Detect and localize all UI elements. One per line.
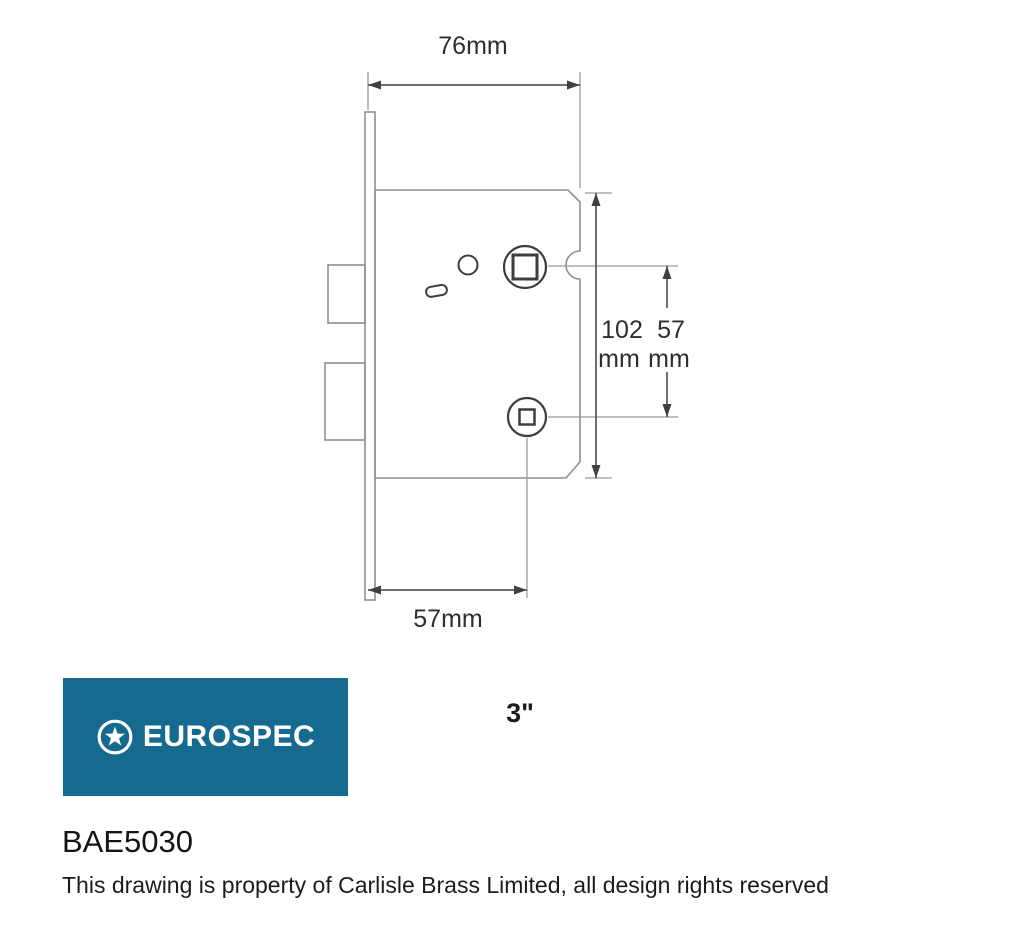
turn-square-spindle bbox=[518, 408, 536, 426]
arrow-centres-up bbox=[662, 266, 672, 279]
arrow-height-down bbox=[591, 465, 601, 478]
lock-holes-group bbox=[425, 244, 548, 438]
follower-square-spindle bbox=[511, 253, 539, 281]
arrow-height-up bbox=[591, 193, 601, 206]
arrow-backset-left bbox=[368, 585, 381, 595]
arrow-backset-right bbox=[514, 585, 527, 595]
lock-body-group bbox=[324, 111, 581, 601]
arrow-top-left bbox=[368, 80, 381, 90]
dimension-arrows bbox=[368, 80, 672, 595]
copyright-text: This drawing is property of Carlisle Bra… bbox=[62, 872, 829, 898]
size-label: 3" bbox=[506, 698, 534, 728]
dimension-labels: 76mm 102 mm 57 mm 57mm 3" bbox=[413, 32, 690, 728]
dim-backset-label: 57mm bbox=[413, 605, 482, 633]
logo-brand-text: EUROSPEC bbox=[142, 720, 316, 753]
eurospec-logo: EUROSPEC bbox=[63, 678, 348, 796]
lock-case bbox=[374, 189, 581, 479]
latch-bolt bbox=[327, 264, 366, 324]
fixing-hole bbox=[457, 254, 479, 276]
faceplate bbox=[364, 111, 376, 601]
extension-lines bbox=[367, 72, 678, 598]
eurospec-star-icon bbox=[97, 719, 133, 755]
deadbolt bbox=[324, 362, 366, 441]
arrow-centres-down bbox=[662, 404, 672, 417]
dim-centres-unit: mm bbox=[648, 345, 690, 373]
bathroom-turn-hole bbox=[506, 396, 548, 438]
dimension-lines bbox=[368, 84, 668, 591]
arrow-top-right bbox=[567, 80, 580, 90]
dim-case-height-unit: mm bbox=[598, 345, 640, 373]
follower-hole bbox=[502, 244, 548, 290]
dim-case-height-value: 102 bbox=[601, 316, 643, 344]
slot-hole bbox=[425, 283, 448, 298]
dim-top-width-label: 76mm bbox=[438, 32, 507, 60]
dim-centres-value: 57 bbox=[657, 316, 685, 344]
product-code: BAE5030 bbox=[62, 824, 193, 859]
